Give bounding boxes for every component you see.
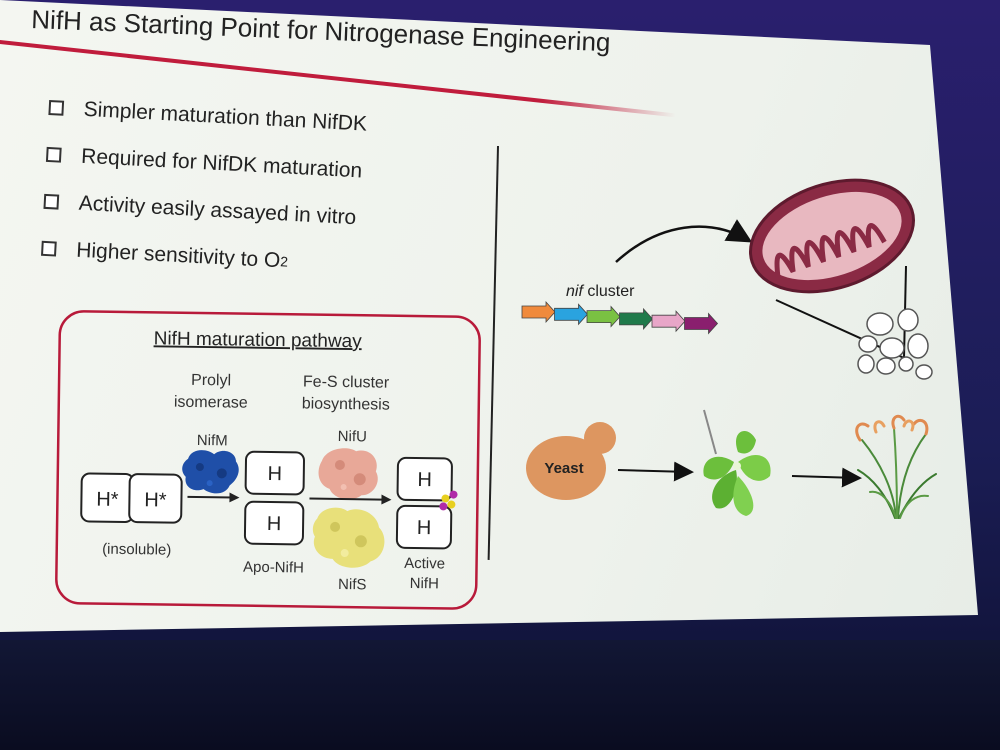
nifh-label: NifH xyxy=(410,575,439,592)
gene-arrow-icon xyxy=(684,312,719,335)
active-h-bottom-label: H xyxy=(417,517,432,539)
apo-h-bottom-label: H xyxy=(267,513,282,535)
active-h-top-label: H xyxy=(417,469,432,491)
yeast-cells-icon xyxy=(857,308,933,380)
yeast-icon xyxy=(526,422,616,500)
arrow-plant-to-crop xyxy=(791,467,862,488)
arrow-yeast-to-plant xyxy=(617,461,694,482)
apo-h-top-label: H xyxy=(267,463,282,485)
crop-plant-icon xyxy=(855,414,937,519)
nifu-label: NifU xyxy=(338,428,367,445)
h-star-left-label: H* xyxy=(96,489,119,511)
insoluble-label: (insoluble) xyxy=(102,541,171,559)
gene-arrow-icon xyxy=(619,307,654,330)
yeast-label: Yeast xyxy=(544,460,583,477)
fes-cluster-label: Fe-S cluster xyxy=(303,373,390,391)
arrow-line-1 xyxy=(187,495,234,499)
arrowhead-icon xyxy=(229,492,240,503)
gene-arrow-icon xyxy=(651,310,686,333)
nifm-label: NifM xyxy=(197,432,228,449)
arrowhead-icon xyxy=(381,494,392,505)
pathway-title: NifH maturation pathway xyxy=(154,328,363,352)
active-h-subunit-top xyxy=(396,456,453,502)
gene-arrow-icon xyxy=(521,300,556,324)
prolyl-label: Prolyl xyxy=(191,372,231,390)
mitochondrion-icon xyxy=(749,178,915,294)
nifu-protein-icon xyxy=(318,448,378,500)
apo-h-subunit-bottom xyxy=(243,500,305,546)
h-star-right-label: H* xyxy=(144,489,167,511)
curved-arrow xyxy=(615,219,753,263)
plant-seedling-icon xyxy=(703,409,771,516)
pathway-box xyxy=(55,310,481,610)
biosynthesis-label: biosynthesis xyxy=(302,395,390,413)
active-label: Active xyxy=(404,555,445,573)
gene-arrow-icon xyxy=(554,303,589,326)
nif-cluster-label: nif cluster xyxy=(566,283,635,300)
cluster-word: cluster xyxy=(583,283,635,300)
arrow-line-2 xyxy=(309,497,386,501)
h-star-subunit-right xyxy=(128,473,183,524)
nifm-protein-icon xyxy=(182,450,239,494)
nif-gene-name: nif xyxy=(566,283,584,300)
active-h-subunit-bottom xyxy=(395,504,453,550)
gene-cluster xyxy=(521,300,719,335)
fe-s-cluster-icon xyxy=(439,490,458,511)
nifs-label: NifS xyxy=(338,576,367,593)
isomerase-label: isomerase xyxy=(174,394,248,412)
nifs-protein-icon xyxy=(312,507,385,568)
apo-h-subunit-top xyxy=(244,450,305,496)
apo-nifh-label: Apo-NifH xyxy=(243,559,304,577)
gene-arrow-icon xyxy=(586,305,621,328)
stage-floor xyxy=(0,640,1000,750)
